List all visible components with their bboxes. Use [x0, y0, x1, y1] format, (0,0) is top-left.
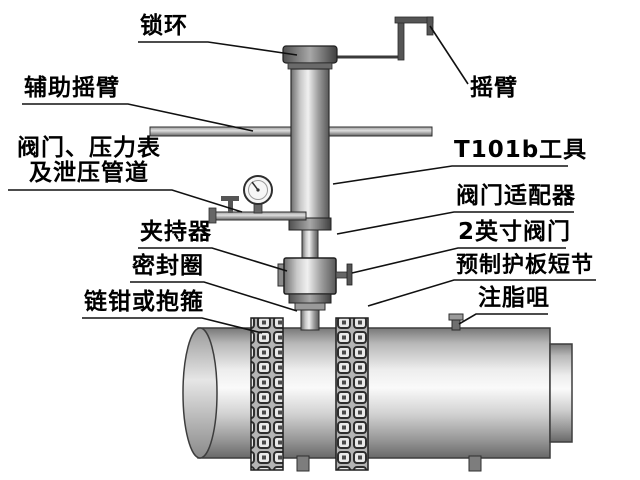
label-valve-2inch: 2英寸阀门	[458, 219, 572, 245]
label-valve-gauge-line1: 阀门、压力表	[17, 135, 161, 161]
leader-valve-2inch	[351, 247, 566, 274]
chain-clamp-left	[250, 317, 284, 471]
label-valve-gauge-line2: 及泄压管道	[29, 159, 149, 186]
tool-cylinder	[282, 45, 338, 261]
leader-aux-rocker	[22, 103, 254, 132]
leader-valve-gauge	[8, 189, 243, 213]
grease-nozzle-fitting	[448, 313, 464, 331]
chain-clamp-right	[335, 317, 369, 471]
leader-grease-nozzle	[458, 313, 548, 325]
label-chain-clamp: 链钳或抱箍	[84, 289, 204, 315]
label-lock-ring: 锁环	[140, 13, 188, 39]
leader-clamper	[138, 247, 288, 272]
pressure-gauge	[243, 175, 273, 205]
label-valve-gauge: 阀门、压力表 及泄压管道	[4, 136, 174, 186]
leader-valve-adapter	[336, 211, 574, 235]
leader-lines	[8, 25, 596, 334]
label-seal-ring: 密封圈	[132, 253, 204, 279]
label-valve-adapter: 阀门适配器	[456, 183, 576, 209]
label-rocker-arm: 摇臂	[470, 75, 518, 101]
label-guard-short-section: 预制护板短节	[456, 253, 595, 278]
crank-handle	[328, 16, 434, 61]
pipe-body	[182, 327, 573, 472]
leader-rocker	[429, 25, 469, 85]
leader-tool	[332, 165, 568, 185]
label-tool: T101b工具	[454, 137, 588, 163]
leader-lock-ring	[138, 41, 298, 56]
label-grease-nozzle: 注脂咀	[478, 285, 550, 311]
leader-guard-section	[367, 279, 596, 307]
leader-seal-ring	[130, 281, 298, 312]
valve-block	[283, 257, 353, 295]
leader-chain-clamp	[82, 317, 263, 334]
label-clamper: 夹持器	[140, 219, 212, 245]
label-aux-rocker-arm: 辅助摇臂	[24, 75, 120, 101]
guard-flange-stack	[288, 293, 332, 331]
